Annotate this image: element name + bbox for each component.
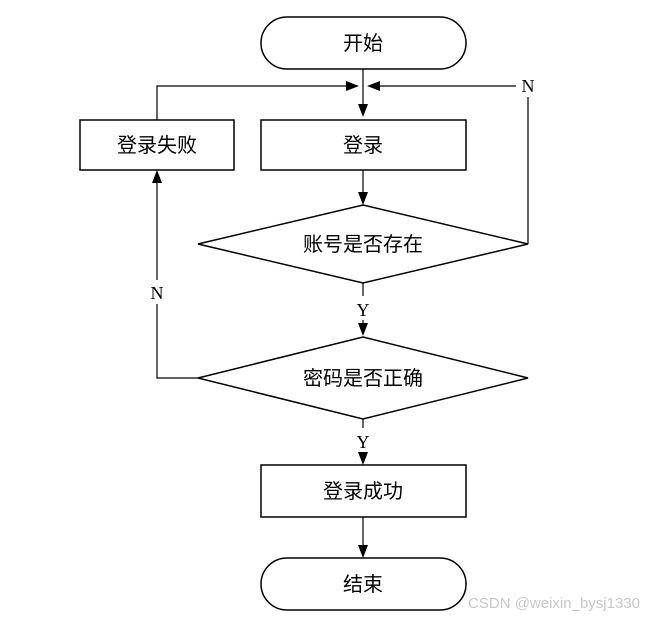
login-failed-node: 登录失败: [79, 119, 235, 171]
arrow-password-no: [152, 170, 162, 183]
password-correct-label: 密码是否正确: [303, 366, 423, 390]
start-node: 开始: [260, 16, 467, 70]
start-label: 开始: [343, 31, 383, 55]
arrow-to-account-check: [358, 192, 368, 205]
password-correct-decision: 密码是否正确: [197, 336, 529, 420]
arrow-failed-retry: [346, 81, 359, 91]
login-node: 登录: [260, 119, 467, 171]
account-yes-label: Y: [357, 300, 370, 320]
account-exists-decision: 账号是否存在: [197, 204, 529, 284]
watermark: CSDN @weixin_bysj1330: [468, 595, 640, 612]
end-node: 结束: [260, 557, 467, 611]
login-success-node: 登录成功: [260, 464, 467, 518]
login-success-label: 登录成功: [323, 479, 403, 503]
account-exists-label: 账号是否存在: [303, 232, 423, 256]
arrow-to-end: [358, 545, 368, 558]
arrow-to-login: [358, 104, 368, 117]
password-no-label: N: [151, 283, 164, 303]
login-failed-label: 登录失败: [117, 133, 197, 157]
password-yes-label: Y: [357, 432, 370, 452]
arrow-to-success: [358, 452, 368, 465]
account-no-label: N: [522, 76, 535, 96]
login-label: 登录: [343, 133, 383, 157]
arrow-to-password-check: [358, 323, 368, 336]
arrow-account-no: [367, 81, 380, 91]
end-label: 结束: [343, 572, 383, 596]
